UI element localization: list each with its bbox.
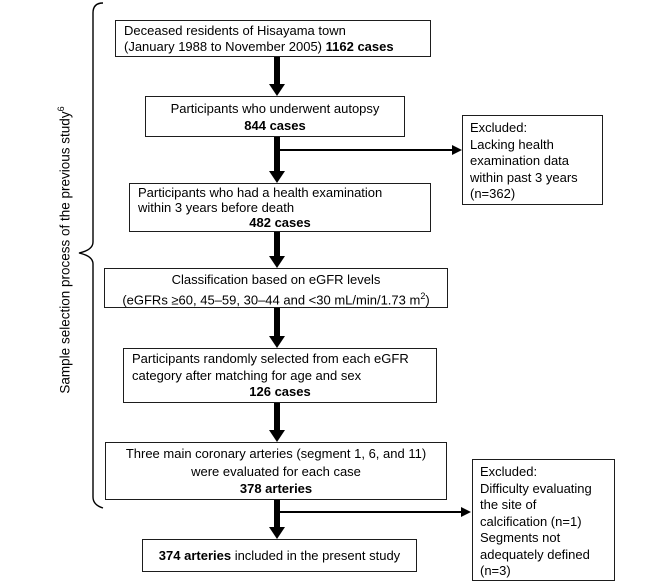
box-line: Participants who underwent autopsy: [170, 101, 380, 116]
excluded-line: the site of: [480, 497, 537, 512]
arrow-head: [268, 527, 285, 539]
flow-box-deceased-residents: Deceased residents of Hisayama town (Jan…: [115, 20, 431, 57]
branch-arrow-line: [277, 511, 462, 513]
down-arrow: [268, 308, 285, 348]
box-line: Deceased residents of Hisayama town: [124, 23, 346, 38]
box-line: 126 cases: [132, 384, 428, 401]
case-count: 378 arteries: [239, 481, 313, 496]
arrow-stem: [273, 57, 280, 84]
box-line-text: included in the present study: [231, 548, 401, 563]
excluded-box-calcification: Excluded: Difficulty evaluating the site…: [472, 459, 615, 581]
arrow-head: [268, 336, 285, 348]
excluded-line: calcification (n=1): [480, 513, 582, 529]
box-line: category after matching for age and sex: [132, 367, 362, 383]
box-line: Participants who had a health examinatio…: [138, 185, 383, 200]
arrow-head: [268, 84, 285, 96]
box-line: within 3 years before death: [138, 200, 295, 216]
excluded-line: Segments not: [480, 530, 561, 545]
excluded-line: (n=3): [480, 563, 511, 578]
box-line: Three main coronary arteries (segment 1,…: [125, 446, 427, 461]
branch-arrow-head: [452, 145, 462, 155]
superscript: 2: [420, 291, 426, 301]
case-count: 1162 cases: [325, 39, 394, 54]
down-arrow: [268, 137, 285, 183]
down-arrow: [268, 57, 285, 96]
box-line: Classification based on eGFR levels: [171, 272, 381, 287]
box-line: 374 arteries included in the present stu…: [151, 542, 408, 569]
down-arrow: [268, 232, 285, 268]
flow-box-coronary-arteries: Three main coronary arteries (segment 1,…: [105, 442, 447, 500]
box-line: 378 arteries: [114, 480, 438, 498]
excluded-line: adequately defined: [480, 546, 590, 562]
excluded-line: within past 3 years: [470, 169, 578, 185]
down-arrow: [268, 403, 285, 442]
flow-box-health-examination: Participants who had a health examinatio…: [129, 183, 431, 232]
flow-box-egfr-classification: Classification based on eGFR levels (eGF…: [104, 268, 448, 308]
case-count: 374 arteries: [158, 548, 232, 563]
box-line: were evaluated for each case: [191, 463, 361, 479]
side-label-text: Sample selection process of the previous…: [57, 111, 73, 394]
arrow-stem: [273, 500, 280, 527]
excluded-line: Difficulty evaluating: [480, 480, 592, 496]
case-count: 844 cases: [244, 118, 306, 133]
arrow-head: [268, 171, 285, 183]
branch-arrow-line: [277, 149, 453, 151]
arrow-head: [268, 430, 285, 442]
side-label-superscript: 6: [55, 106, 66, 112]
curly-brace: [78, 2, 104, 509]
down-arrow: [268, 500, 285, 539]
excluded-line: examination data: [470, 153, 570, 168]
box-line: (eGFRs ≥60, 45–59, 30–44 and <30 mL/min/…: [113, 288, 439, 308]
case-count: 482 cases: [249, 215, 311, 231]
excluded-line: Excluded:: [470, 120, 528, 135]
box-line-text: (eGFRs ≥60, 45–59, 30–44 and <30 mL/min/…: [122, 292, 421, 308]
branch-arrow-head: [461, 507, 471, 517]
case-count: 126 cases: [249, 384, 311, 399]
excluded-line: Lacking health: [470, 136, 554, 152]
arrow-stem: [273, 232, 280, 256]
side-label-sample-selection: Sample selection process of the previous…: [56, 106, 73, 393]
arrow-stem: [273, 308, 280, 336]
arrow-stem: [273, 137, 280, 171]
excluded-box-health-exam: Excluded: Lacking health examination dat…: [462, 115, 603, 205]
flow-box-included-arteries: 374 arteries included in the present stu…: [142, 539, 417, 572]
excluded-line: Excluded:: [480, 464, 538, 479]
flow-box-random-selection: Participants randomly selected from each…: [123, 348, 437, 403]
box-line: 482 cases: [138, 215, 422, 230]
arrow-stem: [273, 403, 280, 430]
flow-box-autopsy: Participants who underwent autopsy 844 c…: [145, 96, 405, 137]
box-line: Participants randomly selected from each…: [132, 351, 409, 366]
box-line-text: ): [425, 292, 430, 308]
box-line-text: (January 1988 to November 2005): [124, 39, 326, 54]
box-line: (January 1988 to November 2005) 1162 cas…: [124, 39, 422, 55]
arrow-head: [268, 256, 285, 268]
excluded-line: (n=362): [470, 186, 516, 201]
box-line: 844 cases: [154, 117, 396, 134]
